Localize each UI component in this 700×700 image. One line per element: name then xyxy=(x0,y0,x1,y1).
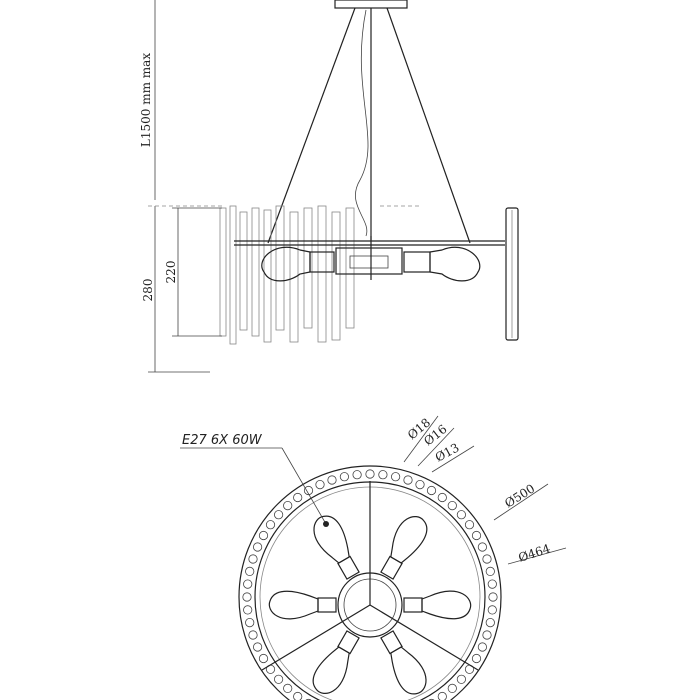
plan-bulb xyxy=(268,590,337,620)
bead xyxy=(426,485,437,496)
bead xyxy=(403,475,413,485)
bead xyxy=(485,566,495,577)
height-frame-label: 220 xyxy=(164,261,178,284)
bead xyxy=(253,542,263,552)
bead xyxy=(365,469,375,479)
bead xyxy=(437,691,447,700)
bead xyxy=(245,566,255,577)
bead xyxy=(415,479,425,490)
plan-bulb xyxy=(313,515,360,580)
socket-right xyxy=(403,251,431,273)
outer-ring-label: Ø500 xyxy=(502,481,537,510)
bead xyxy=(242,592,252,602)
bead xyxy=(305,698,312,700)
plan-view: E27 6X 60W Ø18 Ø16 Ø13 Ø500 Ø464 xyxy=(180,415,567,700)
cable-length-label: L1500 mm max xyxy=(139,53,153,147)
ring-edge-view xyxy=(505,207,519,341)
bead xyxy=(315,479,325,490)
bead xyxy=(283,500,293,511)
ceiling-canopy xyxy=(334,0,408,9)
bead xyxy=(248,554,258,564)
outer-ring xyxy=(238,465,502,700)
bead xyxy=(243,605,253,615)
plan-bulb xyxy=(312,630,360,694)
crystal-rods xyxy=(219,205,355,345)
bead xyxy=(258,653,269,664)
inner-ring-label: Ø464 xyxy=(517,541,553,565)
bead xyxy=(456,510,466,520)
bead xyxy=(378,470,388,480)
bead xyxy=(471,530,482,541)
plan-bulb xyxy=(403,590,472,620)
plan-bulb xyxy=(380,630,427,695)
bead xyxy=(447,683,457,694)
bulb-side-left xyxy=(261,246,311,282)
bead xyxy=(243,579,253,589)
side-elevation: L1500 mm max 280 220 xyxy=(139,0,519,373)
spoke-left xyxy=(261,604,371,671)
bulb-spec-label: E27 6X 60W xyxy=(182,433,263,448)
bead-inner-label: Ø13 xyxy=(433,440,462,464)
bead xyxy=(482,630,492,640)
bulb-side-right xyxy=(429,246,481,282)
bead xyxy=(390,472,401,482)
socket-left xyxy=(309,251,335,273)
bead xyxy=(327,475,337,485)
bead xyxy=(464,520,475,530)
spoke-right xyxy=(369,604,479,671)
bead xyxy=(471,653,482,664)
bead xyxy=(245,617,255,628)
bead xyxy=(352,470,362,480)
power-cord xyxy=(355,9,369,237)
height-total-label: 280 xyxy=(141,279,155,302)
bead xyxy=(253,642,263,652)
bead xyxy=(293,492,303,503)
cable-left xyxy=(267,7,356,244)
bead xyxy=(428,698,435,700)
bead xyxy=(477,542,487,552)
center-hub xyxy=(335,247,403,275)
cable-right xyxy=(386,7,471,244)
plan-bulbs xyxy=(268,515,472,695)
bead xyxy=(477,642,487,652)
bead xyxy=(447,500,457,511)
bead xyxy=(487,605,497,615)
bead xyxy=(487,579,497,589)
bead xyxy=(485,617,495,628)
plan-bulb xyxy=(380,516,428,580)
bead xyxy=(293,691,303,700)
bead xyxy=(273,674,284,684)
bead xyxy=(273,510,284,520)
bead xyxy=(482,554,492,564)
bead xyxy=(303,485,314,496)
bead xyxy=(488,592,498,602)
bead xyxy=(258,530,269,541)
bead xyxy=(437,492,447,503)
bead xyxy=(456,674,466,684)
bead xyxy=(283,683,293,694)
bead xyxy=(265,520,276,530)
bead xyxy=(248,630,258,640)
bead-ring xyxy=(242,469,498,700)
bead xyxy=(339,472,349,482)
